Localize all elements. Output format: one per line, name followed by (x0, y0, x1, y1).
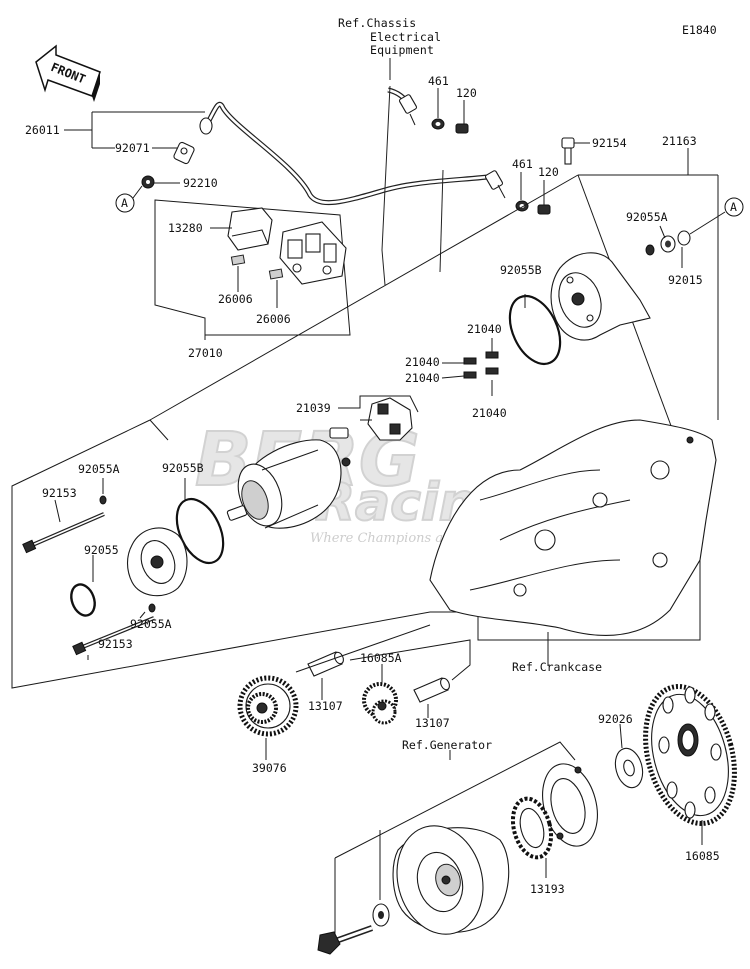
brush-holder-21039 (329, 397, 413, 467)
part-label-461-upper: 461 (428, 74, 449, 88)
part-label-16085A: 16085A (360, 651, 402, 665)
part-label-120-lower: 120 (538, 165, 559, 179)
starter-motor-body (226, 439, 342, 529)
part-label-26006-b: 26006 (256, 312, 291, 326)
gear-16085A (362, 682, 398, 725)
part-label-92153-upper: 92153 (42, 486, 77, 500)
o-ring-92055A-top (645, 244, 655, 256)
brush-springs-21040 (463, 351, 499, 379)
battery-cable-26011 (199, 85, 506, 286)
ref-chassis-line3: Equipment (370, 43, 434, 57)
part-label-39076: 39076 (252, 761, 287, 775)
gear-16085 (643, 684, 737, 826)
callout-a-right: A (724, 197, 744, 217)
washer-92015 (660, 235, 676, 253)
fuse-26006-a (230, 254, 246, 266)
part-label-120-upper: 120 (456, 86, 477, 100)
cable-boot-92071 (173, 141, 195, 165)
bolt-92153-upper (22, 512, 105, 554)
callout-a-right-label: A (730, 200, 737, 214)
nut-top (677, 230, 691, 246)
part-label-92055: 92055 (84, 543, 119, 557)
part-label-13193: 13193 (530, 882, 565, 896)
washer-92026 (614, 747, 644, 789)
part-label-27010: 27010 (188, 346, 223, 360)
fuse-26006-b (268, 268, 284, 280)
bolt-120-lower (537, 204, 551, 215)
shaft-13107-b (413, 677, 450, 703)
starter-relay-group (154, 199, 351, 340)
part-label-13280: 13280 (168, 221, 203, 235)
one-way-clutch-13193 (510, 796, 554, 860)
part-label-92055A-top: 92055A (626, 210, 668, 224)
bolt-92153-lower (72, 616, 155, 656)
part-label-26011: 26011 (25, 123, 60, 137)
relay-cover-13280 (227, 207, 273, 251)
part-label-461-lower: 461 (512, 157, 533, 171)
front-arrow-icon: FRONT (35, 44, 101, 102)
part-label-21040-b: 21040 (405, 355, 440, 369)
ref-crankcase: Ref.Crankcase (512, 660, 602, 674)
callout-a-left: A (115, 193, 135, 213)
diagram-code: E1840 (682, 23, 717, 37)
part-label-21039: 21039 (296, 401, 331, 415)
crankcase-reference-shape (429, 419, 717, 636)
part-label-92071: 92071 (115, 141, 150, 155)
o-ring-92055A-left-upper (99, 495, 107, 505)
starter-front-cover (126, 527, 188, 597)
part-label-92055B-left: 92055B (162, 461, 204, 475)
part-label-16085: 16085 (685, 849, 720, 863)
bolt-92154 (561, 137, 575, 165)
part-label-92026: 92026 (598, 712, 633, 726)
part-label-13107-b: 13107 (415, 716, 450, 730)
part-label-26006-a: 26006 (218, 292, 253, 306)
generator-rotor (392, 825, 510, 935)
part-label-21163: 21163 (662, 134, 697, 148)
washer-rotor (372, 903, 390, 927)
gear-39076 (237, 675, 299, 737)
starter-relay-body (279, 221, 347, 285)
starter-clutch-housing (542, 763, 598, 847)
ref-chassis-line2: Electrical (370, 30, 441, 44)
nut-92210 (141, 175, 155, 189)
part-label-92055A-left-upper: 92055A (78, 462, 120, 476)
part-label-13107-a: 13107 (308, 699, 343, 713)
washer-461-upper (431, 118, 445, 130)
part-label-92055B-top: 92055B (500, 263, 542, 277)
rotor-bolt (317, 925, 374, 955)
o-ring-92055B-top (508, 294, 562, 366)
part-label-92154: 92154 (592, 136, 627, 150)
part-label-21040-a: 21040 (467, 322, 502, 336)
starter-rear-cover (550, 252, 651, 341)
watermark-tagline: Where Champions are m (310, 531, 473, 546)
part-label-21040-c: 21040 (405, 371, 440, 385)
chassis-reference: Ref.Chassis Electrical Equipment (338, 16, 441, 80)
o-ring-92055A-left-lower (148, 603, 156, 613)
part-label-92015: 92015 (668, 273, 703, 287)
shaft-13107-a (307, 651, 344, 677)
bolt-120-upper (455, 123, 469, 134)
part-label-92153-lower: 92153 (98, 637, 133, 651)
part-label-92210: 92210 (183, 176, 218, 190)
ref-chassis-line1: Ref.Chassis (338, 16, 416, 30)
callout-a-left-label: A (121, 196, 128, 210)
part-label-92055A-left-lower: 92055A (130, 617, 172, 631)
ref-generator: Ref.Generator (402, 738, 492, 752)
part-label-21040-d: 21040 (472, 406, 507, 420)
o-ring-92055 (70, 583, 96, 617)
